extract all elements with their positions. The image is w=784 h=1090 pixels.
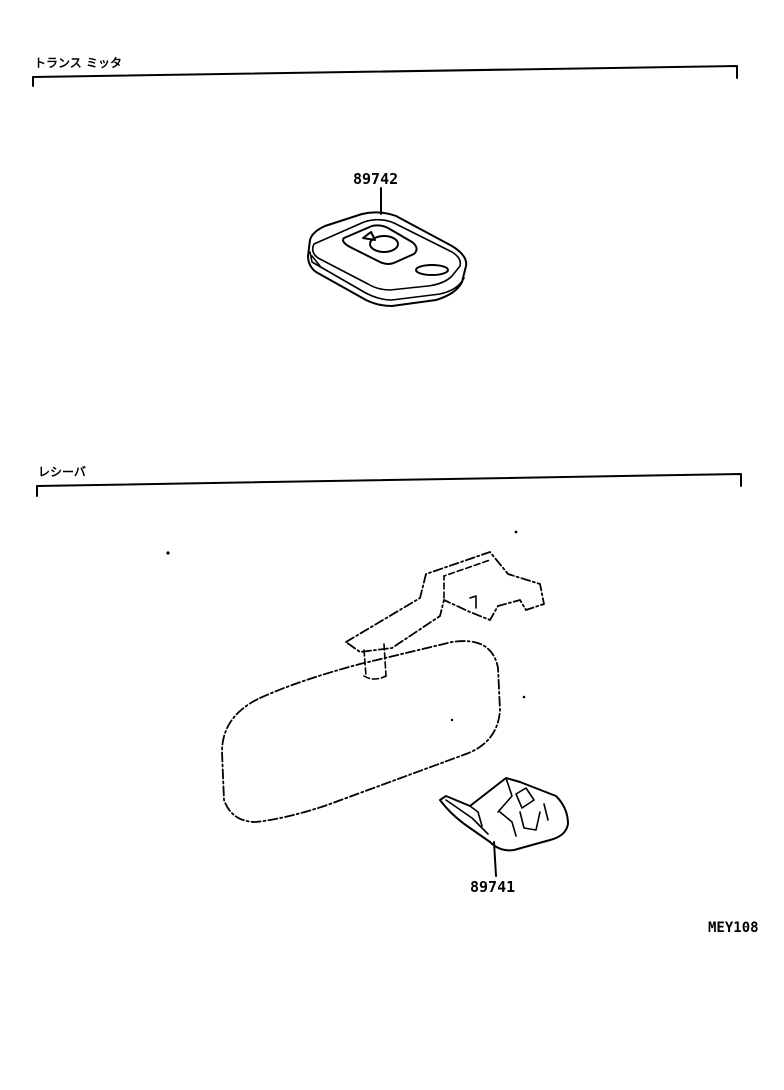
- receiver-section: レシーバ: [36, 465, 742, 497]
- receiver-unit-illustration: [439, 777, 569, 852]
- receiver-section-title: レシーバ: [38, 465, 86, 479]
- figure-reference-code: MEY108: [708, 920, 759, 936]
- transmitter-part-number: 89742: [353, 170, 398, 188]
- rearview-mirror-illustration: [221, 551, 545, 823]
- receiver-leader-line: [493, 841, 497, 877]
- transmitter-section: トランス ミッタ: [32, 56, 738, 87]
- receiver-section-bracket: [36, 473, 742, 497]
- transmitter-fob-illustration: [307, 211, 468, 307]
- transmitter-section-title: トランス ミッタ: [34, 56, 122, 70]
- receiver-part-number: 89741: [470, 878, 515, 896]
- transmitter-section-bracket: [32, 65, 738, 87]
